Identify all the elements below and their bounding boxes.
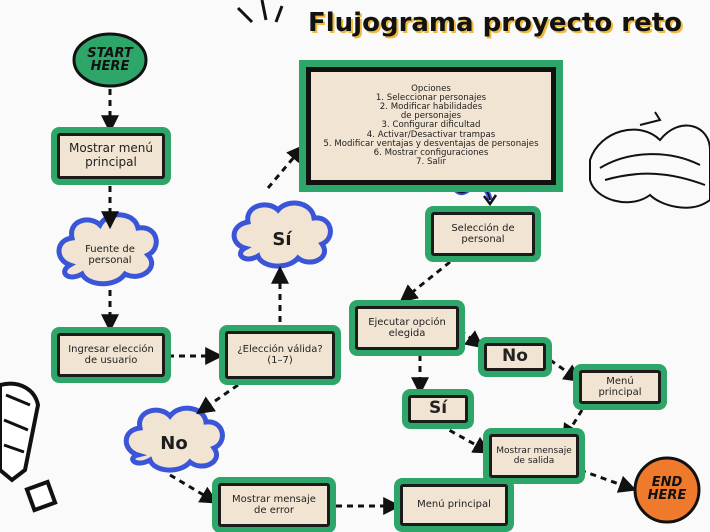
start-badge bbox=[72, 32, 148, 88]
exclamation-mark-decoration bbox=[0, 381, 58, 513]
option-1: 1. Seleccionar personajes bbox=[375, 93, 487, 104]
scribble-cloud-decoration bbox=[589, 111, 710, 209]
node-ingresar-eleccion: Ingresar elección de usuario bbox=[57, 333, 165, 377]
node-menu-principal-right: Menú principal bbox=[579, 370, 661, 404]
node-mostrar-menu: Mostrar menú principal bbox=[57, 133, 165, 179]
cloud-si bbox=[231, 200, 333, 269]
options-header: Opciones bbox=[411, 84, 451, 95]
sparkle-lines-decoration bbox=[236, 0, 284, 24]
option-5: 5. Modificar ventajas y desventajas de p… bbox=[323, 138, 539, 149]
option-2: 2. Modificar habilidades bbox=[379, 102, 483, 113]
node-seleccion-personal: Selección de personal bbox=[431, 212, 535, 256]
node-no-cloud: No bbox=[160, 432, 188, 454]
node-no-box: No bbox=[484, 343, 546, 371]
option-3: 3. Configurar dificultad bbox=[381, 120, 481, 131]
cloud-no bbox=[123, 405, 225, 473]
option-2-cont: de personajes bbox=[400, 111, 462, 122]
option-7: 7. Salir bbox=[416, 156, 446, 167]
node-si-box: Sí bbox=[408, 395, 468, 423]
option-6: 6. Mostrar configuraciones bbox=[373, 147, 489, 158]
node-menu-principal-bottom: Menú principal bbox=[400, 484, 508, 526]
connectors bbox=[101, 89, 637, 515]
node-si-cloud: Sí bbox=[272, 228, 292, 250]
node-mostrar-error: Mostrar mensaje de error bbox=[218, 483, 330, 527]
option-4: 4. Activar/Desactivar trampas bbox=[366, 129, 496, 140]
diagram-title: Flujograma proyecto reto bbox=[308, 8, 683, 38]
node-mostrar-salida: Mostrar mensaje de salida bbox=[489, 434, 579, 478]
node-eleccion-valida: ¿Elección válida? (1–7) bbox=[225, 331, 335, 379]
start-label: START HERE bbox=[87, 46, 133, 74]
end-label: END HERE bbox=[647, 475, 687, 503]
cloud-fuente-personal bbox=[56, 212, 159, 287]
node-fuente-personal: Fuente de personal bbox=[85, 243, 135, 267]
node-ejecutar-opcion: Ejecutar opción elegida bbox=[355, 306, 459, 350]
options-box: Opciones 1. Seleccionar personajes 2. Mo… bbox=[306, 67, 556, 185]
